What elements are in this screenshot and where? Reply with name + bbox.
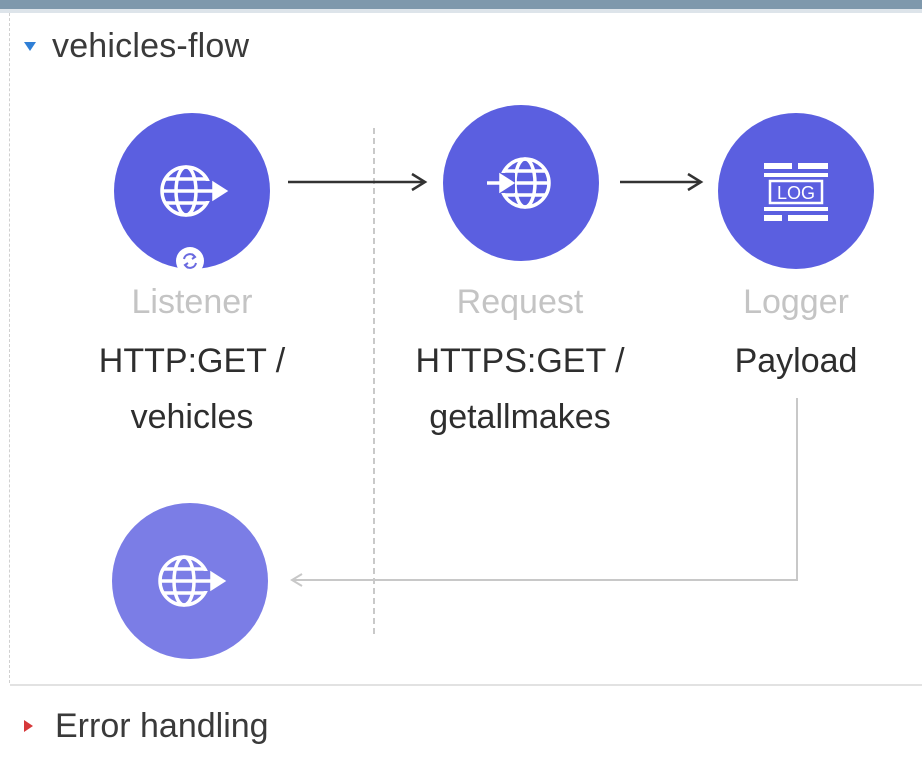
logger-node[interactable]: LOG — [718, 113, 874, 269]
flow-title: vehicles-flow — [52, 26, 250, 65]
svg-text:LOG: LOG — [777, 183, 815, 203]
listener-config-line2: vehicles — [130, 398, 254, 436]
triangle-down-icon[interactable] — [24, 41, 36, 51]
error-handling-section[interactable]: Error handling — [24, 704, 269, 748]
top-border — [0, 0, 922, 9]
refresh-icon — [176, 247, 204, 275]
request-type-label: Request — [456, 283, 584, 321]
flow-header[interactable]: vehicles-flow — [24, 26, 249, 66]
return-path-line — [290, 398, 798, 587]
request-config-line2: getallmakes — [429, 398, 611, 436]
arrow-request-to-logger — [620, 172, 704, 192]
listener-type-label: Listener — [131, 283, 253, 321]
top-border-shadow — [0, 9, 922, 13]
globe-inbound-icon — [158, 555, 228, 607]
arrow-listener-to-request — [288, 172, 428, 192]
response-node[interactable] — [112, 503, 268, 659]
error-handling-label: Error handling — [55, 706, 269, 745]
globe-outbound-icon — [485, 157, 551, 209]
request-config-line1: HTTPS:GET / — [415, 342, 625, 380]
source-section-divider — [373, 128, 375, 634]
canvas-left-edge — [9, 13, 10, 683]
listener-node[interactable] — [114, 113, 270, 269]
log-icon: LOG — [764, 163, 828, 221]
triangle-right-icon[interactable] — [24, 720, 33, 732]
listener-config-line1: HTTP:GET / — [98, 342, 286, 380]
logger-config-line1: Payload — [734, 342, 858, 380]
globe-inbound-icon — [160, 165, 230, 217]
logger-type-label: Logger — [743, 283, 849, 321]
request-node[interactable] — [443, 105, 599, 261]
